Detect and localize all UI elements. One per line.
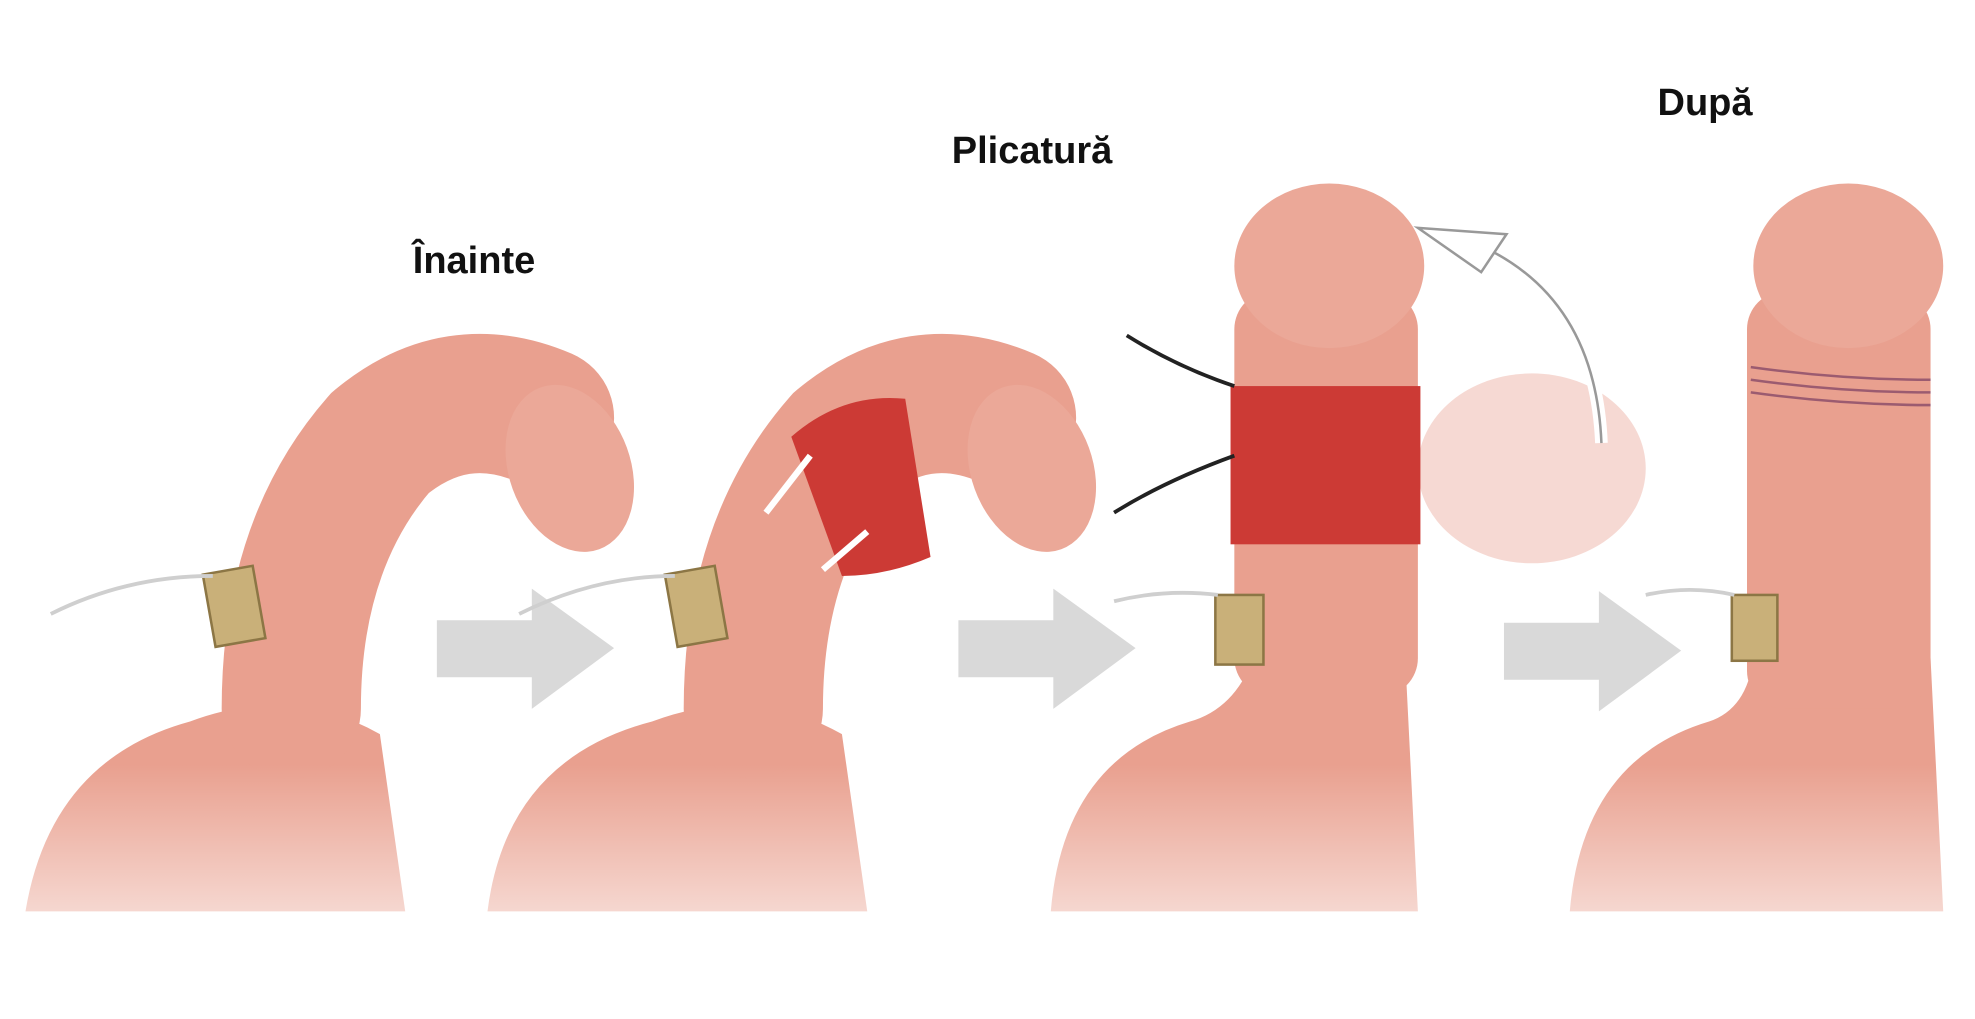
label-plication: Plicatură — [951, 130, 1113, 172]
label-after: După — [1657, 82, 1753, 124]
label-before: Înainte — [412, 240, 536, 282]
